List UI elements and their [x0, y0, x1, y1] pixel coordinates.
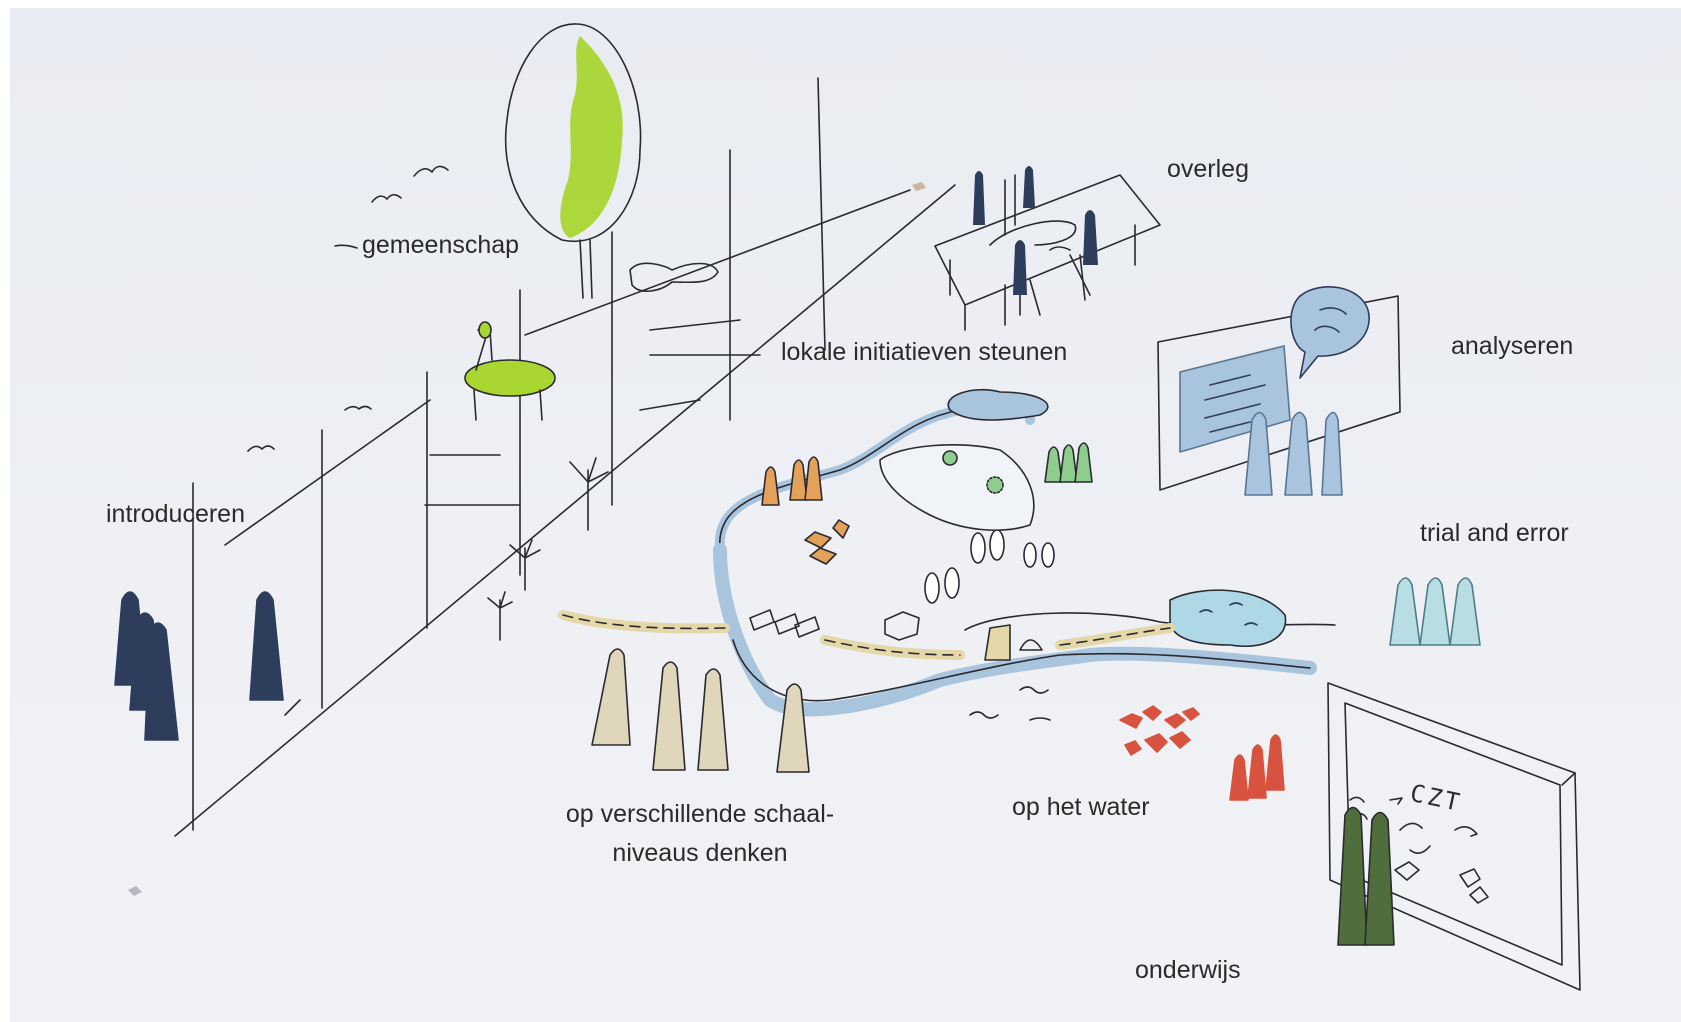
paper-background: [10, 8, 1681, 1022]
trial-figures: [1389, 577, 1481, 646]
label-gemeenschap: gemeenschap: [362, 231, 520, 259]
grey-trees: [924, 529, 1055, 604]
education-board: [1327, 682, 1581, 991]
orange-figures: [761, 456, 850, 565]
label-lokale-initiatieven: lokale initiatieven steunen: [781, 338, 1068, 366]
analysis-board: [1157, 286, 1401, 496]
label-schaal: op verschillende schaal- niveaus denken: [555, 795, 845, 873]
label-trial-and-error: trial and error: [1420, 519, 1569, 547]
meeting-table: [934, 166, 1161, 331]
tree: [504, 23, 642, 299]
red-elements: [1119, 705, 1285, 801]
cloud-doodle: [629, 262, 719, 292]
picnic-group: [464, 321, 556, 421]
smudge-2: [912, 182, 926, 191]
label-op-het-water: op het water: [1012, 793, 1150, 821]
label-overleg: overleg: [1167, 155, 1249, 183]
label-analyseren: analyseren: [1451, 332, 1574, 360]
landscape: [558, 388, 1336, 721]
label-introduceren: introduceren: [106, 500, 245, 528]
green-figures: [942, 442, 1093, 494]
perspective-frame: [174, 77, 956, 837]
label-onderwijs: onderwijs: [1135, 956, 1241, 984]
label-schaal-line2: niveaus denken: [612, 838, 788, 867]
introduce-figures: [114, 591, 284, 741]
scale-figures: [591, 648, 810, 773]
windmills: [487, 457, 609, 641]
smudge: [128, 886, 142, 896]
label-schaal-line1: op verschillende schaal-: [565, 800, 835, 828]
birds: [247, 165, 449, 452]
